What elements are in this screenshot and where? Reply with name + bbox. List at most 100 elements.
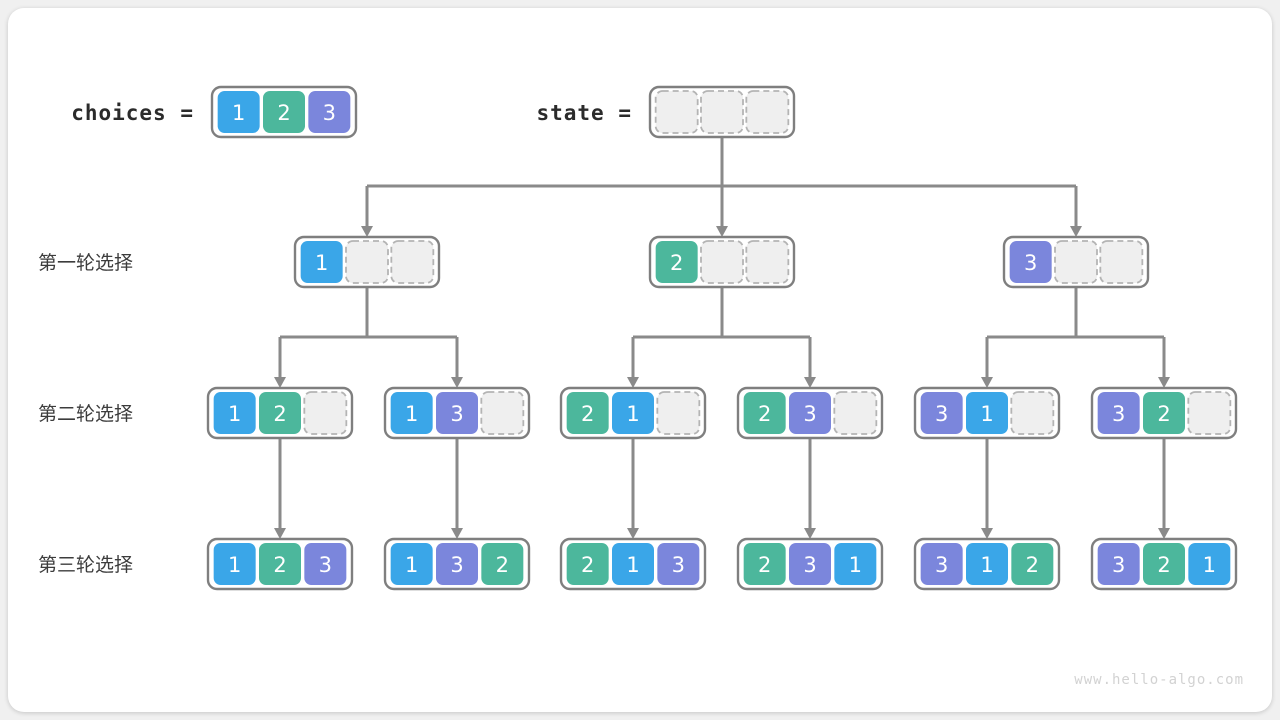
array-cell-filled: [966, 543, 1008, 585]
array-cell-value: 1: [849, 553, 862, 577]
array-cell-filled: [1097, 543, 1140, 585]
state-node-r1-2: 2: [648, 235, 796, 289]
array-cell-filled: [308, 91, 351, 133]
array-cell-filled: [834, 543, 877, 585]
edge-arrowhead: [451, 377, 463, 388]
array-cell-value: 3: [1112, 553, 1125, 577]
array-cell-value: 3: [450, 553, 463, 577]
array-cell-filled: [1011, 543, 1054, 585]
array-cell-filled: [566, 392, 609, 434]
edge-arrowhead: [981, 528, 993, 539]
row-label-2: 第二轮选择: [38, 403, 133, 425]
state-label: state =: [536, 101, 632, 125]
array-cell-filled: [481, 543, 524, 585]
array-cell-filled: [259, 392, 301, 434]
edge-arrowhead: [1158, 528, 1170, 539]
array-cell-empty: [745, 240, 790, 284]
array-cell-filled: [217, 91, 260, 133]
array-cell-empty: [1099, 240, 1144, 284]
array-cell-value: 2: [1157, 402, 1170, 426]
row-label-1: 第一轮选择: [38, 252, 133, 274]
array-cell-empty: [656, 391, 701, 435]
array-cell-filled: [655, 241, 698, 283]
array-cell-filled: [657, 543, 700, 585]
array-cell-value: 1: [980, 402, 993, 426]
array-cell-empty: [1187, 391, 1232, 435]
array-cell-filled: [436, 543, 478, 585]
array-cell-empty: [1010, 391, 1055, 435]
array-cell-value: 1: [405, 402, 418, 426]
array-cell-value: 1: [980, 553, 993, 577]
array-cell-value: 2: [496, 553, 509, 577]
edge-arrowhead: [804, 377, 816, 388]
edge-arrowhead: [627, 377, 639, 388]
array-cell-filled: [390, 392, 433, 434]
array-cell-value: 1: [228, 402, 241, 426]
state-array: [648, 85, 796, 139]
array-cell-value: 1: [232, 101, 245, 125]
state-node-r3-2: 1 3 2: [383, 537, 531, 591]
array-cell-value: 1: [228, 553, 241, 577]
array-cell-value: 2: [277, 101, 290, 125]
array-cell-filled: [1143, 543, 1185, 585]
array-cell-filled: [789, 543, 831, 585]
array-cell-value: 2: [1026, 553, 1039, 577]
array-cell-filled: [436, 392, 478, 434]
array-cell-filled: [743, 543, 786, 585]
array-cell-empty: [303, 391, 348, 435]
array-cell-empty: [745, 90, 790, 134]
edge-arrowhead: [361, 226, 373, 237]
array-cell-filled: [612, 392, 654, 434]
array-cell-empty: [390, 240, 435, 284]
array-cell-value: 3: [803, 402, 816, 426]
array-cell-value: 2: [1157, 553, 1170, 577]
array-cell-filled: [300, 241, 343, 283]
array-cell-value: 2: [273, 553, 286, 577]
array-cell-filled: [213, 392, 256, 434]
watermark: www.hello-algo.com: [1074, 672, 1244, 688]
array-cell-filled: [789, 392, 831, 434]
array-cell-value: 2: [758, 402, 771, 426]
choices-array: 1 2 3: [210, 85, 358, 139]
tree-edges: [274, 137, 1170, 539]
edge-arrowhead: [804, 528, 816, 539]
array-cell-value: 3: [803, 553, 816, 577]
array-cell-filled: [304, 543, 347, 585]
array-cell-empty: [700, 90, 744, 134]
array-cell-value: 3: [672, 553, 685, 577]
array-cell-empty: [833, 391, 878, 435]
choices-label: choices =: [71, 101, 194, 125]
array-cell-filled: [1097, 392, 1140, 434]
array-cell-filled: [390, 543, 433, 585]
edge-arrowhead: [716, 226, 728, 237]
array-cell-value: 2: [758, 553, 771, 577]
array-cell-value: 1: [626, 402, 639, 426]
array-cell-value: 3: [323, 101, 336, 125]
array-cell-filled: [1009, 241, 1052, 283]
array-cell-empty: [654, 90, 699, 134]
array-cell-filled: [1143, 392, 1185, 434]
array-cell-value: 2: [581, 553, 594, 577]
edge-arrowhead: [981, 377, 993, 388]
array-cell-value: 2: [581, 402, 594, 426]
array-cell-value: 3: [1024, 251, 1037, 275]
edge-arrowhead: [1158, 377, 1170, 388]
array-cell-value: 3: [935, 402, 948, 426]
array-cell-value: 1: [1203, 553, 1216, 577]
array-cell-filled: [743, 392, 786, 434]
array-cell-value: 1: [405, 553, 418, 577]
state-node-r3-6: 3 2 1: [1090, 537, 1238, 591]
state-node-r3-4: 2 3 1: [736, 537, 884, 591]
row-label-3: 第三轮选择: [38, 554, 133, 576]
array-cell-filled: [920, 392, 963, 434]
array-cell-value: 3: [935, 553, 948, 577]
